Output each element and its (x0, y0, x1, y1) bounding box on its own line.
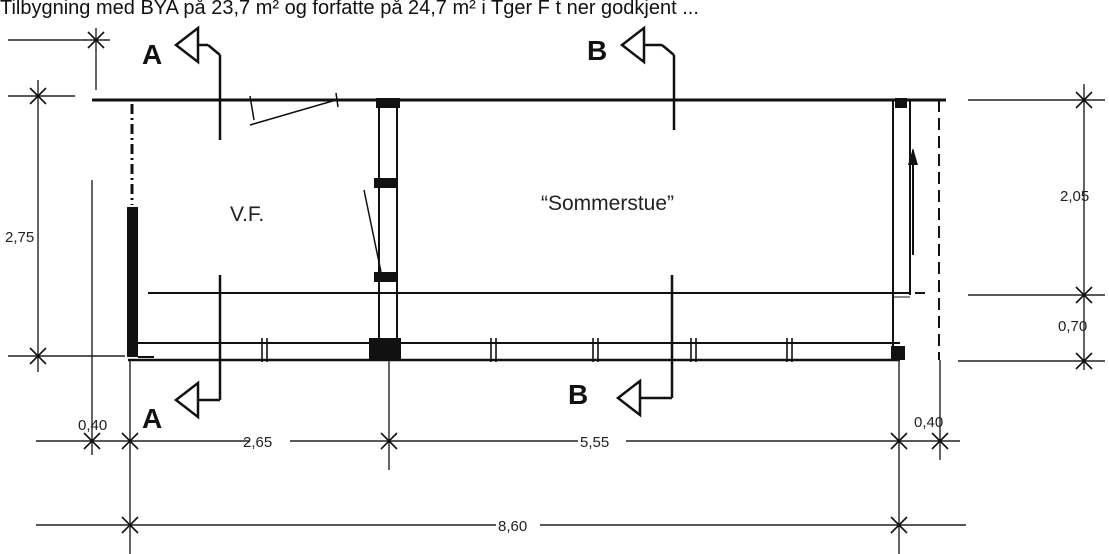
dim-left-total: 2,75 (5, 229, 34, 246)
dim-bottom-right-offset: 0,40 (914, 414, 943, 431)
dimension-right-vertical: 2,05 0,70 (958, 84, 1105, 370)
section-label-b-top: B (587, 35, 607, 66)
dimension-top-left (8, 28, 110, 90)
building-walls (92, 92, 946, 362)
dim-right-lower: 0,70 (1058, 318, 1087, 335)
dimension-bottom-chain: 0,40 2,65 5,55 0,40 (36, 180, 960, 554)
section-label-a-bottom: A (142, 403, 162, 434)
section-marker-b-bottom: B (568, 275, 674, 418)
section-marker-b-top: B (587, 25, 676, 130)
header-text: Tilbygning med BYA på 23,7 m² og forfatt… (0, 0, 699, 19)
dimension-overall: 8,60 (36, 516, 966, 535)
dim-right-upper: 2,05 (1060, 188, 1089, 205)
section-marker-a-top: A (142, 25, 222, 140)
dim-bottom-total: 8,60 (498, 518, 527, 535)
section-label-b-bottom: B (568, 379, 588, 410)
room-label-sommerstue: “Sommerstue” (541, 192, 674, 215)
section-marker-a-bottom: A (142, 275, 222, 434)
dim-bottom-segment-1: 2,65 (243, 434, 272, 451)
dim-bottom-segment-2: 5,55 (580, 434, 609, 451)
dim-bottom-left-offset: 0,40 (78, 417, 107, 434)
room-label-vf: V.F. (230, 203, 264, 226)
section-label-a-top: A (142, 39, 162, 70)
dimension-left-vertical: 2,75 (5, 80, 125, 372)
